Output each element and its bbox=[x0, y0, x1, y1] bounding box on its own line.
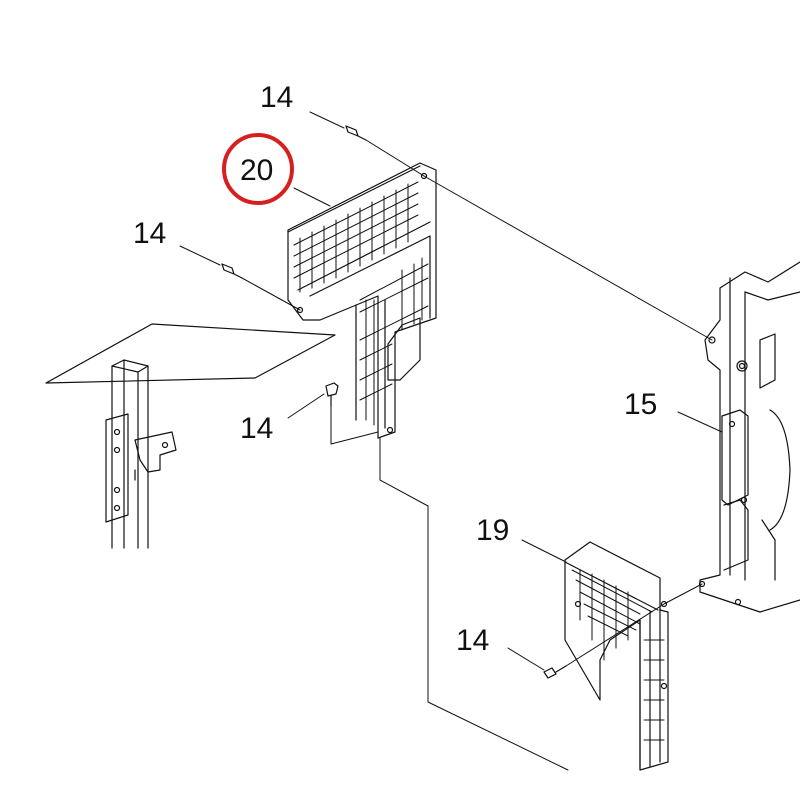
callout-14-mid: 14 bbox=[240, 412, 273, 445]
screw-14-top bbox=[345, 125, 367, 141]
callout-19: 19 bbox=[476, 514, 509, 547]
callout-15: 15 bbox=[624, 388, 657, 421]
screw-14-bottom bbox=[543, 665, 567, 679]
part-19-grille[interactable] bbox=[564, 541, 669, 771]
assembly-lines bbox=[241, 139, 713, 771]
highlight-circle bbox=[222, 133, 294, 205]
screw-14-left bbox=[221, 263, 243, 279]
callout-20: 20 bbox=[240, 154, 273, 187]
callout-leaders bbox=[179, 111, 723, 671]
screw-14-mid bbox=[325, 382, 339, 407]
callout-14-bottom: 14 bbox=[456, 624, 489, 657]
part-15-frame[interactable] bbox=[698, 261, 800, 613]
callout-14-left: 14 bbox=[133, 217, 166, 250]
left-frame-outline bbox=[45, 323, 336, 549]
part-20-grille[interactable] bbox=[287, 162, 437, 439]
callout-14-top: 14 bbox=[260, 81, 293, 114]
